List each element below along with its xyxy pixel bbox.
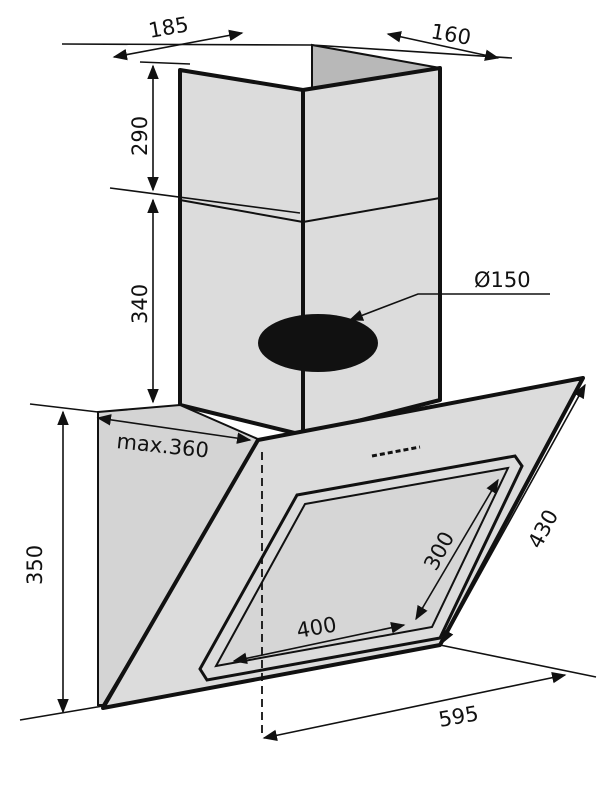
label-160: 160 (429, 19, 473, 50)
dim-150-leader (348, 293, 550, 321)
dim-185-arrow (112, 29, 244, 61)
dimension-lines (19, 29, 597, 741)
duct-outlet (258, 314, 378, 372)
control-panel (371, 445, 421, 458)
dim-160-arrow (386, 31, 500, 61)
dim-360-arrow (96, 414, 252, 444)
hood-body (97, 376, 585, 738)
chimney-joint-right (302, 197, 441, 223)
label-340: 340 (128, 284, 152, 324)
label-350: 350 (23, 545, 47, 585)
chimney (178, 43, 442, 437)
dim-300-arrow (415, 478, 499, 621)
chimney-joint-left (179, 199, 304, 223)
dim-400-arrow (232, 622, 406, 664)
chimney-left-face (178, 68, 305, 437)
dim-595-arrow (262, 672, 567, 741)
label-595: 595 (437, 701, 481, 732)
label-150: Ø150 (474, 268, 531, 292)
dimension-labels: 185 160 290 340 Ø150 max.360 350 430 300… (23, 12, 563, 732)
label-290: 290 (128, 116, 152, 156)
label-185: 185 (147, 12, 191, 43)
chimney-right-face (301, 66, 442, 437)
label-430: 430 (523, 506, 563, 553)
